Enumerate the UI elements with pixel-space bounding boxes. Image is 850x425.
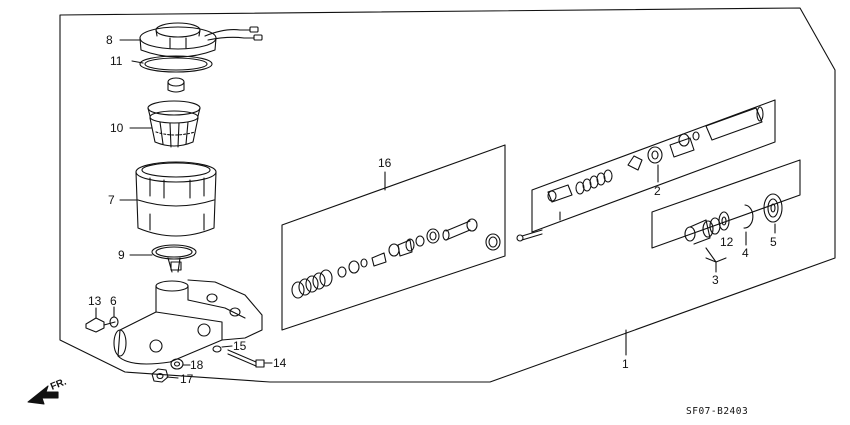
reservoir-cap-8	[139, 22, 263, 58]
callout-18: 18	[190, 358, 204, 372]
clamp-band-9	[151, 244, 197, 273]
leader-3	[705, 247, 717, 263]
filter-seal-11	[139, 55, 213, 93]
callout-13: 13	[88, 294, 102, 308]
callout-11: 11	[110, 54, 123, 68]
circlip-4	[743, 204, 754, 229]
master-cylinder-body	[113, 279, 263, 365]
leader-17	[166, 376, 179, 379]
callout-3: 3	[712, 273, 719, 287]
piston-kit-parts	[291, 218, 501, 299]
secondary-box	[531, 99, 776, 233]
leader-15	[221, 345, 233, 348]
boot-set	[684, 211, 730, 245]
callout-8: 8	[106, 33, 113, 47]
callout-14: 14	[273, 356, 287, 370]
direction-label: FR.	[49, 376, 68, 392]
callout-2: 2	[654, 184, 661, 198]
callout-17: 17	[180, 372, 194, 386]
spring-set	[291, 269, 333, 299]
callout-4: 4	[742, 246, 749, 260]
leader-11	[131, 60, 144, 64]
secondary-parts	[516, 106, 764, 242]
washer-15	[212, 345, 222, 353]
strainer-10	[147, 100, 201, 148]
callout-10: 10	[110, 121, 124, 135]
washer-18	[170, 358, 184, 370]
seal-box	[651, 159, 801, 249]
bracket-3-12	[705, 257, 727, 273]
stud-14	[227, 349, 265, 368]
reservoir-7	[135, 161, 217, 237]
nut-17	[151, 368, 169, 383]
dust-seal-5	[763, 193, 783, 223]
callout-5: 5	[770, 235, 777, 249]
callout-7: 7	[108, 193, 115, 207]
callout-16: 16	[378, 156, 392, 170]
callout-9: 9	[118, 248, 125, 262]
assembly-boundary	[59, 7, 836, 383]
drawing-code: SF07-B2403	[686, 406, 748, 417]
callout-15: 15	[233, 339, 247, 353]
callout-1: 1	[622, 357, 629, 371]
piston-kit-box-16	[281, 144, 506, 331]
callout-6: 6	[110, 294, 117, 308]
front-arrow-icon	[27, 385, 59, 405]
callout-12: 12	[720, 235, 734, 249]
